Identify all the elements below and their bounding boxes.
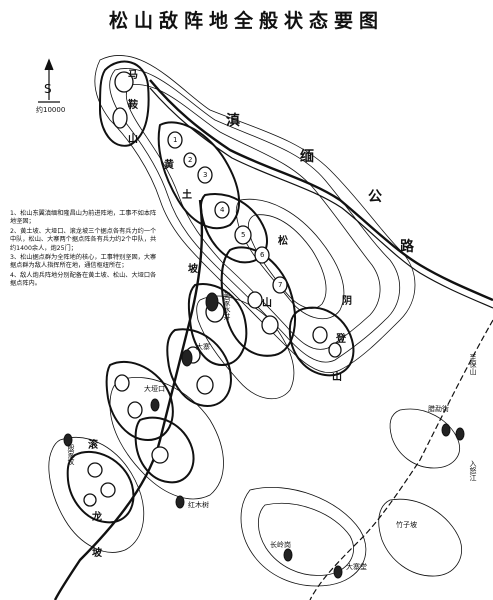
bunker-marker	[127, 401, 143, 419]
bunker-marker	[167, 131, 183, 149]
hatched-strongpoint	[181, 349, 193, 367]
bunker-marker	[87, 462, 103, 478]
legend-note: 3、松山据点群为全阵地的核心，工事特别坚固，大寨据点群为敌人指挥所在地，通信枢纽…	[10, 254, 157, 270]
legend-notes: 1、松山东翼滇缅和隆昌山为前进阵地，工事不如本阵地坚固； 2、黄土坡、大垭口、滚…	[10, 210, 160, 290]
hill-number: 2	[188, 156, 193, 164]
hill-number: 1	[173, 136, 178, 144]
bunker-markers	[83, 71, 342, 507]
page-title: 松山敌阵地全般状态要图	[108, 10, 384, 32]
label-changlingang: 长岭岗	[270, 541, 291, 549]
hatched-strongpoint	[455, 427, 465, 441]
road-lines-double	[149, 87, 493, 600]
hatched-strongpoint	[175, 495, 185, 509]
hatched-strongpoint	[333, 565, 343, 579]
legend-note: 1、松山东翼滇缅和隆昌山为前进阵地，工事不如本阵地坚固；	[10, 210, 157, 226]
label-ma: 马	[128, 70, 138, 81]
hatched-strongpoint	[205, 292, 219, 312]
label-mian: 缅	[300, 149, 314, 165]
hill-number: 4	[220, 206, 225, 214]
bunker-marker	[234, 225, 252, 245]
position-outlines	[66, 60, 355, 524]
bunker-marker	[312, 326, 328, 344]
bunker-marker	[114, 71, 134, 93]
label-an: 鞍	[128, 100, 138, 111]
label-lu: 路	[400, 239, 414, 255]
legend-note: 2、黄土坡、大垭口、滚龙坡三个据点各有兵力约一个中队，松山、大寨两个据点阵各有兵…	[10, 227, 157, 252]
label-shan: 山	[128, 134, 138, 145]
label-song: 松	[278, 236, 288, 247]
label-to-nujiang: 入怒江	[469, 460, 477, 481]
bunker-marker	[183, 152, 197, 168]
bunker-marker	[114, 374, 130, 392]
label-po: 坡	[188, 264, 198, 275]
bunker-marker	[328, 342, 342, 358]
label-po2: 坡	[92, 548, 102, 559]
label-dian: 滇	[226, 113, 240, 129]
label-gong: 公	[368, 189, 382, 205]
hatched-strongpoint	[150, 398, 160, 412]
label-guanjia: 黄家水井	[223, 292, 231, 320]
bunker-marker	[196, 375, 214, 395]
road-lines	[53, 79, 493, 600]
compass-north-letter: S	[44, 82, 52, 96]
label-dazhaizi: 大寨堂	[346, 563, 367, 571]
label-long: 龙	[92, 512, 102, 523]
label-tu: 土	[182, 190, 192, 201]
label-deng: 登	[336, 334, 346, 345]
label-huang: 黄	[164, 160, 174, 171]
bunker-marker	[197, 166, 213, 184]
hatched-strongpoint	[283, 548, 293, 562]
contour-lines	[48, 54, 462, 587]
hill-number: 7	[278, 281, 283, 289]
bunker-marker	[112, 107, 128, 129]
hatched-strongpoints	[63, 292, 465, 579]
label-dayakou: 大垭口	[144, 385, 165, 393]
bunker-marker	[261, 315, 279, 335]
bunker-marker	[247, 291, 263, 309]
label-to-baoshan: 至保山	[469, 354, 477, 375]
label-dazhai: 大寨	[196, 343, 210, 351]
label-guanlong: 滚	[88, 440, 98, 451]
label-yinxu: 殷家坟	[67, 444, 75, 465]
hill-number: 6	[260, 251, 265, 259]
bunker-marker	[83, 493, 97, 507]
bunker-marker	[214, 201, 230, 219]
label-laqiaoqiao: 腊勐街	[428, 405, 449, 413]
compass-north-icon	[38, 58, 60, 103]
label-yin: 阴	[342, 296, 352, 307]
label-zhuzipo: 竹子坡	[396, 521, 417, 529]
hill-number: 5	[241, 231, 246, 239]
scale-label: 约10000	[36, 106, 66, 114]
hatched-strongpoint	[63, 433, 73, 447]
bunker-marker	[151, 446, 169, 464]
hill-number: 3	[203, 171, 208, 179]
label-shan3: 山	[332, 372, 342, 383]
label-shan2: 山	[262, 298, 272, 309]
label-hongmu: 红木树	[188, 501, 209, 509]
hatched-strongpoint	[441, 423, 451, 437]
bunker-marker	[254, 246, 270, 264]
bunker-marker	[272, 276, 288, 294]
legend-note: 4、敌人炮兵阵地分别配备在黄土坡、松山、大垭口各据点阵内。	[10, 271, 157, 288]
bunker-marker	[100, 482, 116, 498]
